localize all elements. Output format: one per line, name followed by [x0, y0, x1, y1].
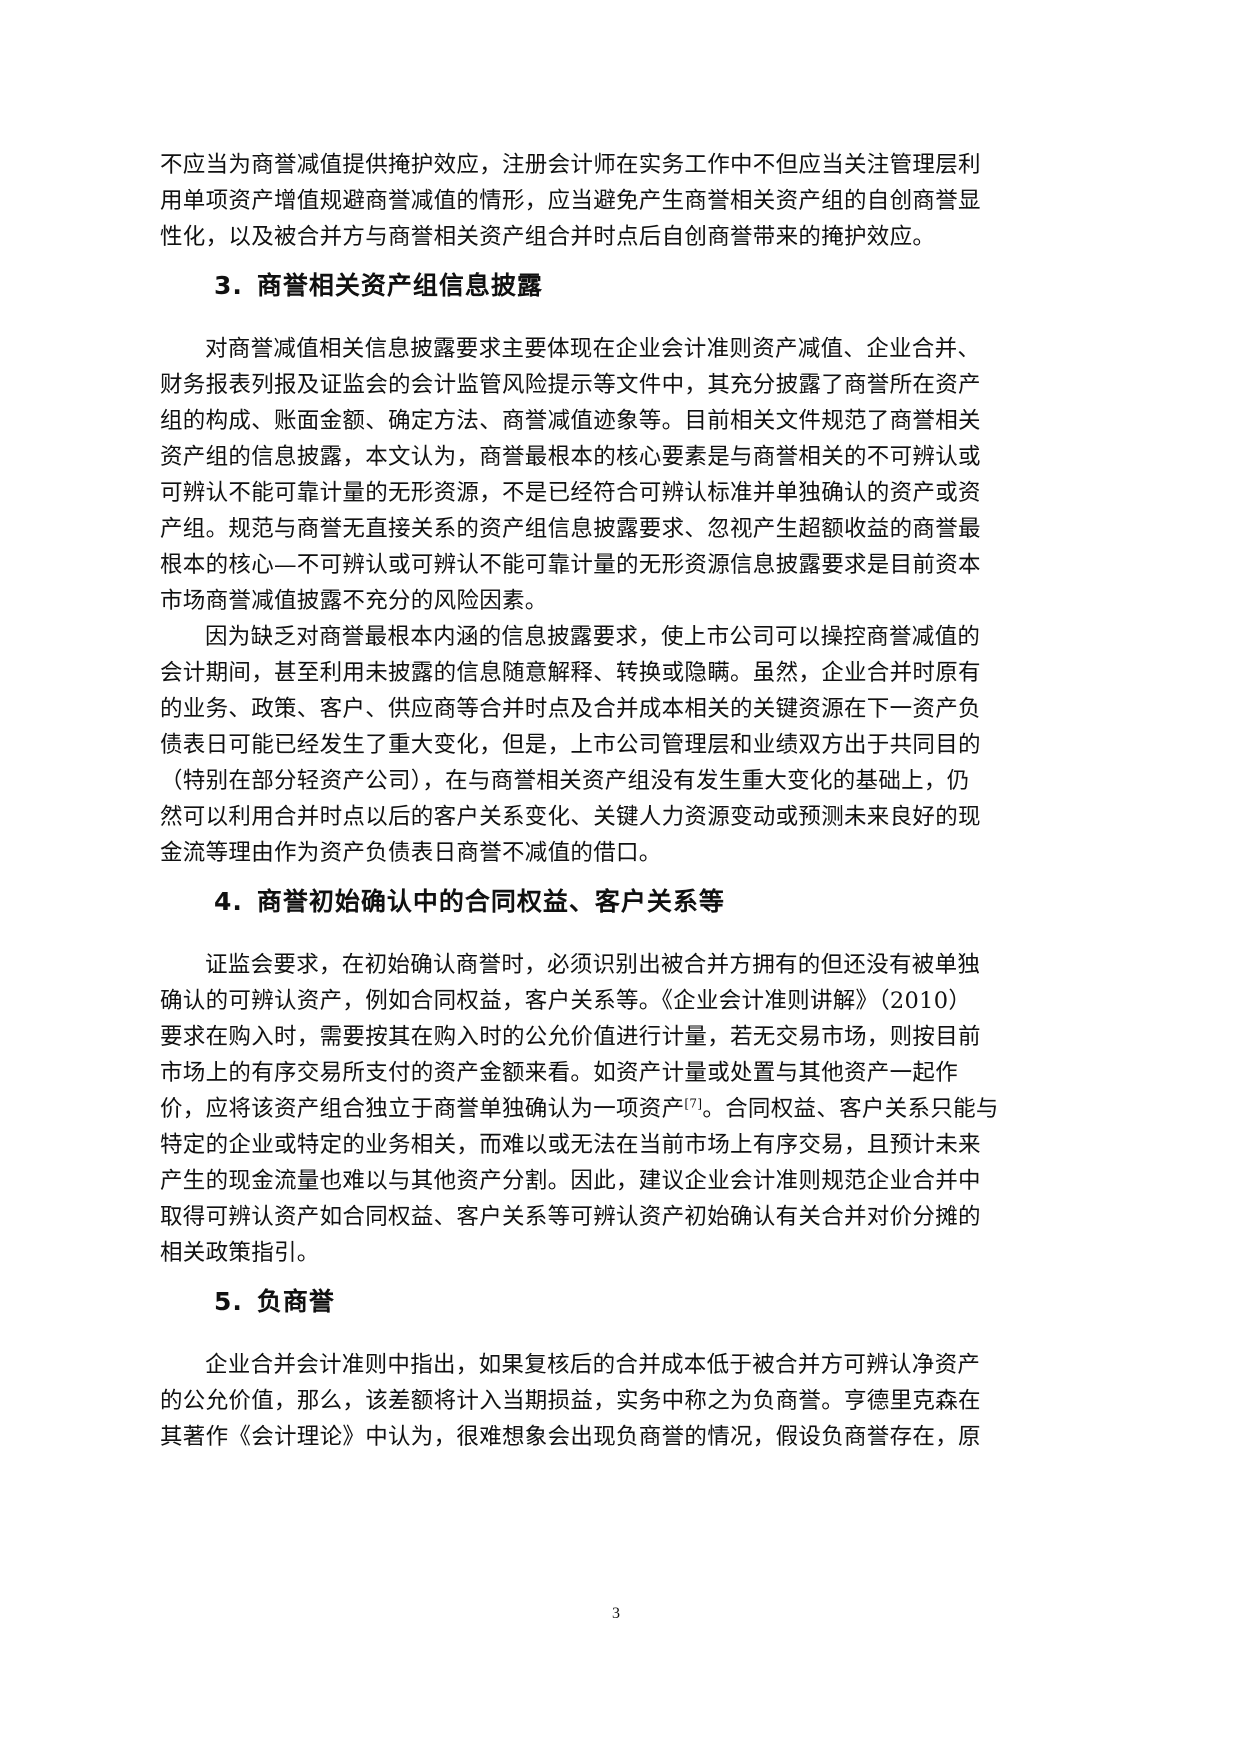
- line-text: 价，应将该资产组合独立于商誉单独确认为一项资产: [160, 1096, 685, 1122]
- paragraph-line: 资产组的信息披露，本文认为，商誉最根本的核心要素是与商誉相关的不可辨认或: [160, 444, 981, 470]
- section-title: 商誉相关资产组信息披露: [256, 271, 543, 300]
- paragraph-line: 要求在购入时，需要按其在购入时的公允价值进行计量，若无交易市场，则按目前: [160, 1024, 981, 1050]
- paragraph-line-with-citation: 价，应将该资产组合独立于商誉单独确认为一项资产[7]。合同权益、客户关系只能与: [160, 1094, 998, 1124]
- paragraph-line: 财务报表列报及证监会的会计监管风险提示等文件中，其充分披露了商誉所在资产: [160, 372, 981, 398]
- paragraph-line: 可辨认不能可靠计量的无形资源，不是已经符合可辨认标准并单独确认的资产或资: [160, 480, 981, 506]
- section-number: 5.: [214, 1287, 243, 1316]
- paragraph-line: 不应当为商誉减值提供掩护效应，注册会计师在实务工作中不但应当关注管理层利: [160, 152, 981, 178]
- paragraph-line: 产生的现金流量也难以与其他资产分割。因此，建议企业会计准则规范企业合并中: [160, 1168, 981, 1194]
- paragraph-line: 确认的可辨认资产，例如合同权益，客户关系等。《企业会计准则讲解》（2010）: [160, 988, 972, 1014]
- section-number: 4.: [214, 887, 243, 916]
- paragraph-first-line: 证监会要求，在初始确认商誉时，必须识别出被合并方拥有的但还没有被单独: [205, 952, 981, 978]
- paragraph-line: 用单项资产增值规避商誉减值的情形，应当避免产生商誉相关资产组的自创商誉显: [160, 188, 981, 214]
- paragraph-line: 市场上的有序交易所支付的资产金额来看。如资产计量或处置与其他资产一起作: [160, 1060, 959, 1086]
- paragraph-line: （特别在部分轻资产公司），在与商誉相关资产组没有发生重大变化的基础上，仍: [160, 768, 970, 794]
- paragraph-line: 组的构成、账面金额、确定方法、商誉减值迹象等。目前相关文件规范了商誉相关: [160, 408, 981, 434]
- paragraph-line: 特定的企业或特定的业务相关，而难以或无法在当前市场上有序交易，且预计未来: [160, 1132, 981, 1158]
- paragraph-line: 根本的核心—不可辨认或可辨认不能可靠计量的无形资源信息披露要求是目前资本: [160, 552, 981, 578]
- line-text-continued: 。合同权益、客户关系只能与: [702, 1096, 999, 1122]
- paragraph-line: 市场商誉减值披露不充分的风险因素。: [160, 588, 548, 614]
- paragraph-first-line: 企业合并会计准则中指出，如果复核后的合并成本低于被合并方可辨认净资产: [205, 1352, 981, 1378]
- paragraph-line: 产组。规范与商誉无直接关系的资产组信息披露要求、忽视产生超额收益的商誉最: [160, 516, 981, 542]
- section-heading-5: 5. 负商誉: [214, 1286, 335, 1318]
- paragraph-line: 金流等理由作为资产负债表日商誉不减值的借口。: [160, 840, 662, 866]
- paragraph-line: 的公允价值，那么，该差额将计入当期损益，实务中称之为负商誉。亨德里克森在: [160, 1388, 981, 1414]
- section-number: 3.: [214, 271, 243, 300]
- paragraph-line: 然可以利用合并时点以后的客户关系变化、关键人力资源变动或预测未来良好的现: [160, 804, 981, 830]
- paragraph-first-line: 对商誉减值相关信息披露要求主要体现在企业会计准则资产减值、企业合并、: [205, 336, 981, 362]
- citation-reference[interactable]: [7]: [684, 1096, 703, 1111]
- paragraph-first-line: 因为缺乏对商誉最根本内涵的信息披露要求，使上市公司可以操控商誉减值的: [205, 624, 981, 650]
- section-title: 商誉初始确认中的合同权益、客户关系等: [256, 887, 725, 916]
- paragraph-line: 其著作《会计理论》中认为，很难想象会出现负商誉的情况，假设负商誉存在，原: [160, 1424, 981, 1450]
- paragraph-line: 取得可辨认资产如合同权益、客户关系等可辨认资产初始确认有关合并对价分摊的: [160, 1204, 981, 1230]
- section-heading-3: 3. 商誉相关资产组信息披露: [214, 270, 543, 302]
- section-heading-4: 4. 商誉初始确认中的合同权益、客户关系等: [214, 886, 725, 918]
- paragraph-line: 会计期间，甚至利用未披露的信息随意解释、转换或隐瞒。虽然，企业合并时原有: [160, 660, 981, 686]
- paragraph-line: 债表日可能已经发生了重大变化，但是，上市公司管理层和业绩双方出于共同目的: [160, 732, 981, 758]
- page-number: 3: [612, 1605, 620, 1622]
- paragraph-line: 相关政策指引。: [160, 1240, 320, 1266]
- paragraph-line: 的业务、政策、客户、供应商等合并时点及合并成本相关的关键资源在下一资产负: [160, 696, 981, 722]
- section-title: 负商誉: [256, 1287, 335, 1316]
- paragraph-line: 性化，以及被合并方与商誉相关资产组合并时点后自创商誉带来的掩护效应。: [160, 224, 936, 250]
